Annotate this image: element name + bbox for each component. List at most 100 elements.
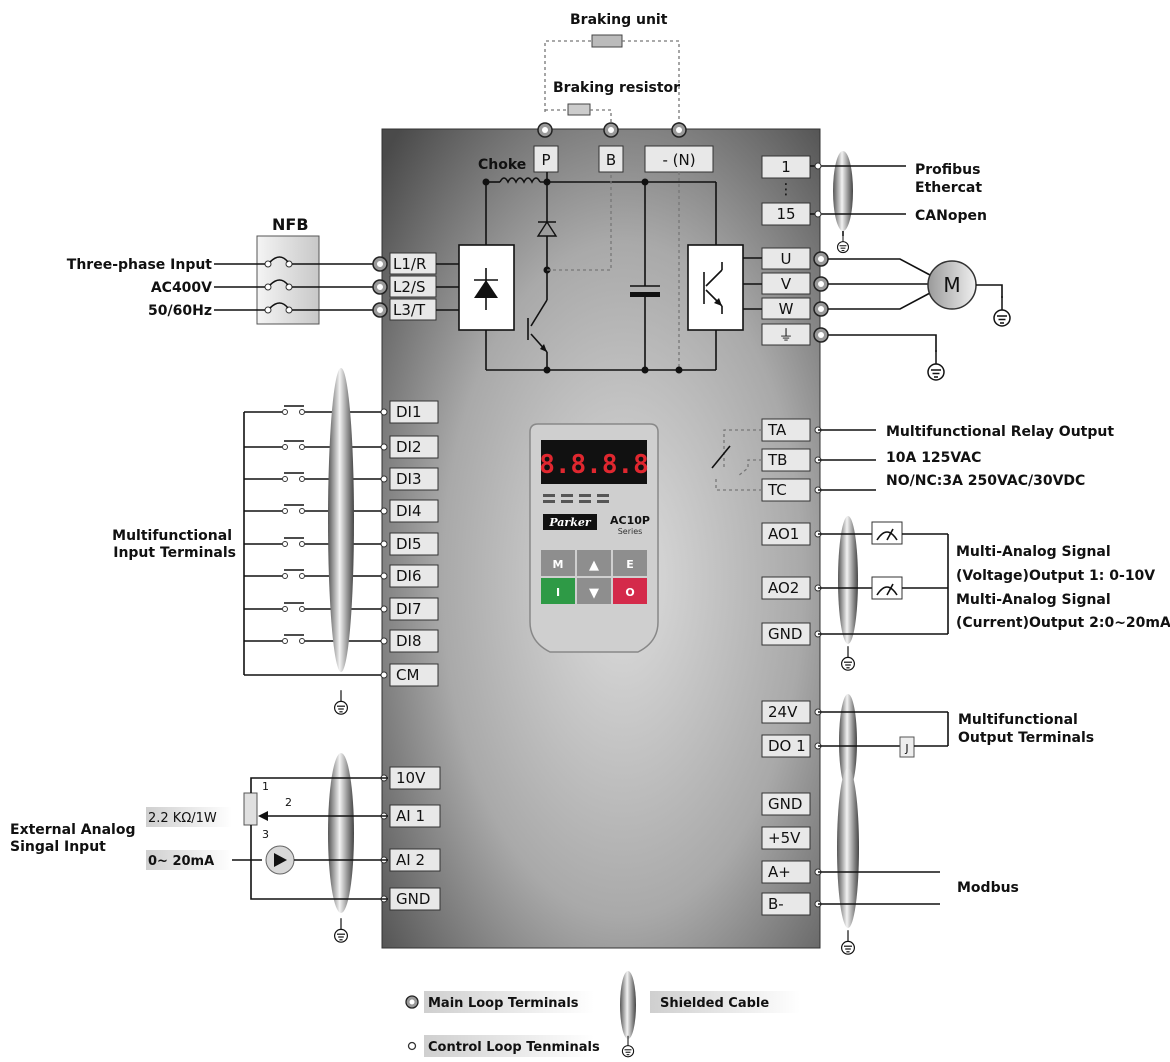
analog-out2-label-b: (Current)Output 2:0~20mA (956, 615, 1170, 631)
comm-terminal-1: 1 (781, 158, 791, 176)
terminal-di8: DI8 (396, 632, 422, 650)
ext-analog-label-b: Singal Input (10, 839, 106, 855)
key-run-label: I (556, 586, 560, 599)
shielded-cable-icon (620, 971, 636, 1039)
analog-out1-label-b: (Voltage)Output 1: 0-10V (956, 568, 1155, 584)
current-value-box (146, 850, 232, 870)
relay-label: Multifunctional Relay Output (886, 424, 1114, 440)
key-stop-label: O (625, 586, 634, 599)
key-e[interactable] (613, 550, 647, 576)
analog-input-terminals: 10V AI 1 AI 2 GND (380, 766, 441, 911)
terminal-do-1: DO 1 (768, 737, 806, 755)
ethercat-label: Ethercat (915, 180, 982, 196)
keypad-series: Series (618, 527, 643, 536)
dc-terminal-p: P (541, 151, 550, 169)
terminal-ao-0: AO1 (768, 525, 799, 543)
do-shield-cable (839, 694, 857, 790)
nfb-label: NFB (272, 215, 309, 234)
terminal-l3: L3/T (393, 301, 426, 319)
key-run[interactable] (541, 578, 575, 604)
voltmeter-icon (871, 521, 903, 545)
pot-pin-2: 2 (285, 796, 292, 809)
terminal-bus-3: B- (768, 895, 784, 913)
key-down-label: ▼ (589, 586, 599, 601)
resistor-value-box (146, 807, 232, 827)
braking-unit-icon (591, 34, 623, 48)
terminal-ao-1: AO2 (768, 579, 799, 597)
motor-terminal-boxes (761, 247, 811, 346)
hz-label: 50/60Hz (148, 303, 212, 319)
terminal-ta: TA (767, 421, 787, 439)
comm-terminal-15: 15 (776, 205, 795, 223)
key-up[interactable] (577, 550, 611, 576)
terminal-ai-2: AI 2 (396, 851, 425, 869)
braking-resistor-icon (567, 103, 591, 116)
potentiometer (243, 792, 258, 826)
legend: Main Loop Terminals Control Loop Tenmina… (405, 971, 800, 1058)
canopen-label: CANopen (915, 208, 987, 224)
mains-terminal-screws (372, 256, 388, 318)
dc-terminal-n: - (N) (662, 151, 695, 169)
key-e-label: E (626, 558, 634, 571)
modbus-shield-cable (837, 768, 859, 928)
relay-rating-2: NO/NC:3A 250VAC/30VDC (886, 473, 1085, 489)
terminal-ao-2: GND (768, 625, 802, 643)
mfi-label-b: Input Terminals (113, 545, 236, 561)
mains-terminal-boxes (389, 252, 437, 321)
ammeter-icon (871, 576, 903, 600)
legend-control-loop: Control Loop Tenminals (428, 1040, 600, 1055)
terminal-tc: TC (767, 481, 787, 499)
comm-terminal-dots: ⋮ (779, 180, 794, 198)
pot-pin-3: 3 (262, 828, 269, 841)
terminal-di6: DI6 (396, 567, 422, 585)
terminal-ai-0: 10V (396, 769, 426, 787)
terminal-bus-1: +5V (768, 829, 801, 847)
bus-terminals: GND +5V A+ B- (761, 792, 822, 916)
terminal-ai-3: GND (396, 890, 430, 908)
motor-terminal-screws (813, 251, 829, 343)
ac400v-label: AC400V (151, 280, 212, 296)
pot-pin-1: 1 (262, 780, 269, 793)
keypad-model: AC10P (610, 514, 650, 527)
parker-logo (543, 514, 597, 530)
keypad: 8.8.8.8 Parker AC10P Series M ▲ E I ▼ O (529, 423, 659, 653)
keypad-brand: Parker (548, 516, 592, 529)
legend-shielded: Shielded Cable (660, 996, 769, 1011)
terminal-l1: L1/R (393, 255, 426, 273)
terminal-di3: DI3 (396, 470, 422, 488)
mfo-label-b: Output Terminals (958, 730, 1094, 746)
modbus-label: Modbus (957, 880, 1019, 896)
mfo-label-a: Multifunctional (958, 712, 1078, 728)
profibus-label: Profibus (915, 162, 980, 178)
comm-shield-cable (833, 151, 853, 231)
terminal-di7: DI7 (396, 600, 422, 618)
relay-rating-1: 10A 125VAC (886, 450, 981, 466)
relay-coil-label: J (904, 742, 908, 755)
terminal-di2: DI2 (396, 438, 422, 456)
mfi-label-a: Multifunctional (112, 528, 232, 544)
terminal-u: U (781, 250, 792, 268)
terminal-di5: DI5 (396, 535, 422, 553)
relay-contact-icon (711, 429, 762, 491)
three-phase-input-label: Three-phase Input (67, 257, 213, 273)
key-up-label: ▲ (589, 558, 599, 573)
terminal-bus-2: A+ (768, 863, 791, 881)
current-value: 0~ 20mA (148, 854, 214, 869)
analog-out2-label-a: Multi-Analog Signal (956, 592, 1111, 608)
key-stop[interactable] (613, 578, 647, 604)
terminal-bus-0: GND (768, 795, 802, 813)
di-shield-cable (328, 368, 354, 672)
terminal-pe: ⏚ (778, 326, 793, 344)
relay-coil-icon (899, 736, 915, 758)
terminal-cm: CM (396, 666, 419, 684)
legend-main-loop: Main Loop Terminals (428, 996, 579, 1011)
choke-label: Choke (478, 157, 526, 173)
keypad-display: 8.8.8.8 (539, 450, 649, 480)
terminal-ai-1: AI 1 (396, 807, 425, 825)
key-m[interactable] (541, 550, 575, 576)
key-down[interactable] (577, 578, 611, 604)
